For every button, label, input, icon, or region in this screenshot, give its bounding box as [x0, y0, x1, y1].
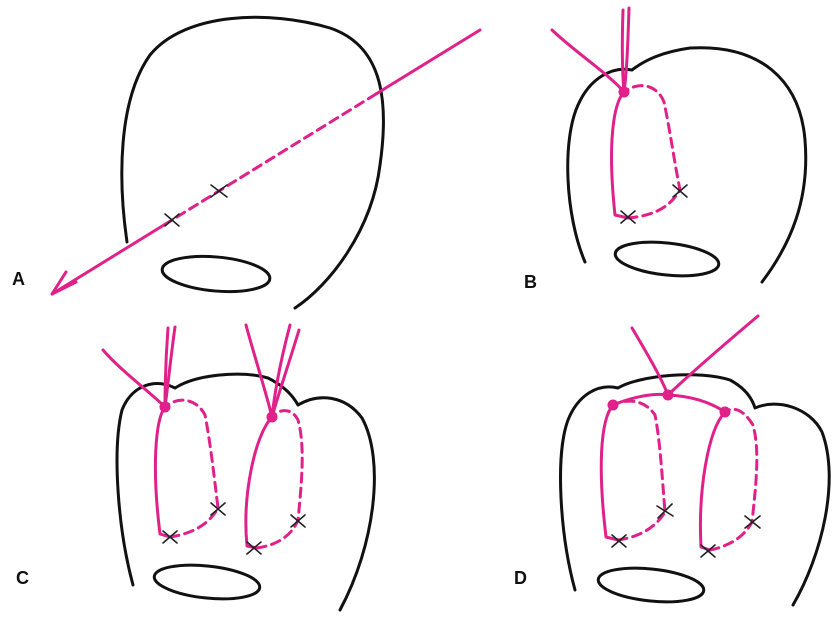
panel-b-knot [619, 87, 629, 97]
panel-a-arrowhead [52, 272, 76, 294]
panel-b-label: B [524, 272, 537, 292]
panel-c-label: C [16, 568, 29, 588]
panel-d-left-suture-dashed [613, 401, 665, 540]
panel-d: D [514, 316, 829, 606]
panel-c-orifice [153, 561, 262, 604]
panel-a-needle-path-dashed [172, 94, 376, 220]
panel-c-right-tail-1 [246, 325, 272, 417]
panel-d-right-exit-mark [745, 516, 760, 528]
panel-a-label: A [12, 269, 25, 289]
panel-a: A [12, 17, 480, 308]
panel-b: B [524, 8, 806, 292]
panel-b-suture-tail-mid [622, 10, 624, 92]
panel-d-left-suture-solid [601, 405, 618, 540]
panel-a-exit-mark [165, 214, 179, 226]
panel-a-needle-path-solid-bottom [52, 220, 172, 294]
panel-d-knot-center [663, 390, 673, 400]
panel-a-entry-mark [211, 185, 227, 197]
panel-a-needle-path-solid-top [376, 30, 480, 94]
panel-b-suture-tail-left [552, 30, 624, 92]
panel-b-suture-dashed-side [624, 86, 680, 218]
panel-c-left-suture-solid [155, 407, 170, 537]
panel-d-tail-right [668, 316, 758, 395]
panel-c-left-tail-1 [103, 350, 165, 407]
panel-d-orifice [597, 564, 706, 607]
panel-d-label: D [514, 568, 527, 588]
panel-d-knot-left [608, 400, 618, 410]
panel-d-right-entry-mark [701, 545, 715, 557]
panel-d-right-suture-solid [700, 412, 725, 550]
panel-c-right-suture-solid [246, 417, 272, 548]
panel-c-right-knot [267, 412, 277, 422]
panel-c: C [16, 325, 374, 610]
panel-b-suture-tail-right [624, 8, 629, 92]
panel-a-orifice [161, 252, 272, 295]
panel-d-right-suture-dashed [710, 409, 757, 550]
panel-b-orifice [614, 238, 721, 281]
panel-d-knot-right [720, 407, 730, 417]
panel-d-tail-left [632, 328, 668, 395]
panel-c-left-knot [160, 402, 170, 412]
panel-d-left-entry-mark [612, 535, 626, 547]
panel-c-left-suture-dashed [165, 400, 218, 537]
panel-b-suture-solid-side [612, 92, 628, 218]
